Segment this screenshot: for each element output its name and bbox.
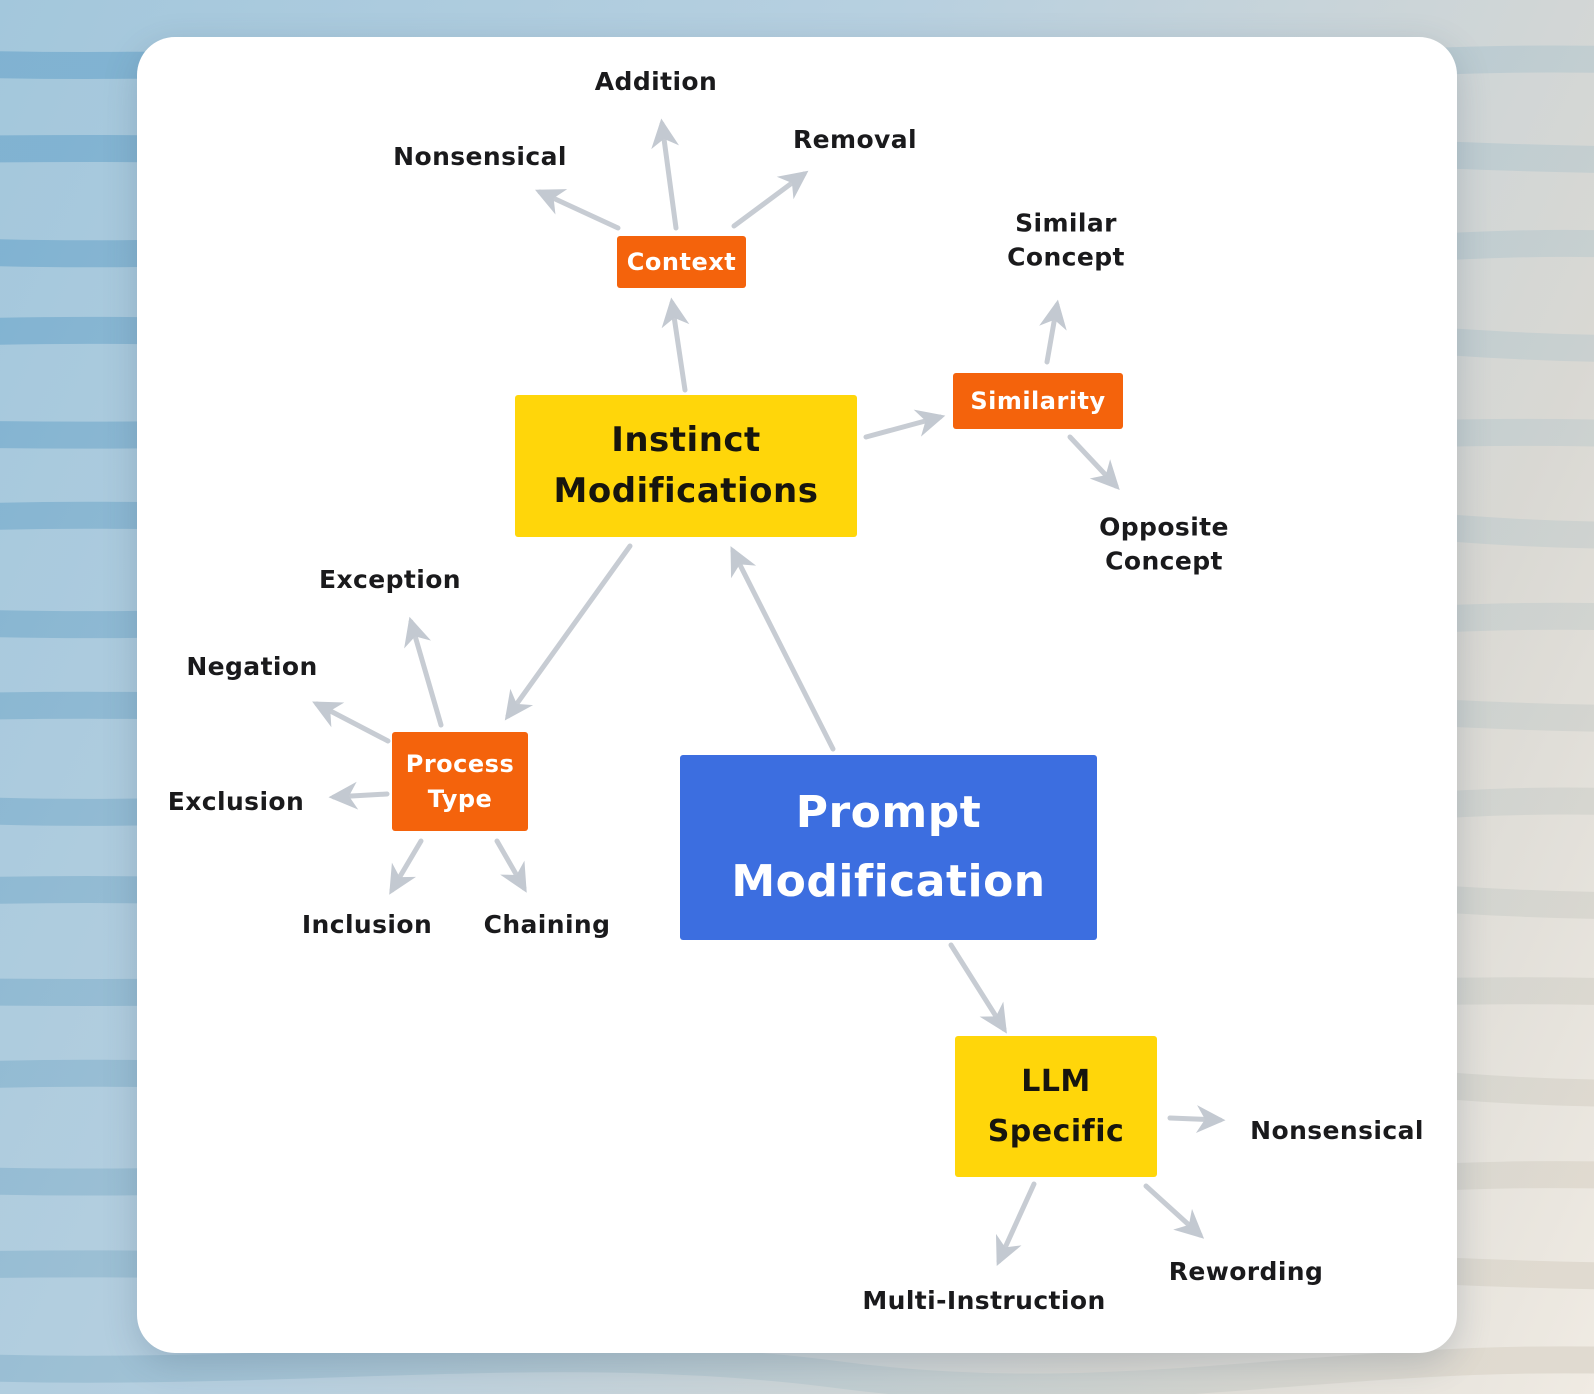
leaf-negation[interactable]: Negation	[186, 652, 318, 682]
leaf-nonsensical-context[interactable]: Nonsensical	[393, 142, 567, 172]
node-instinct-modifications[interactable]: Instinct Modifications	[515, 395, 857, 537]
node-process-type[interactable]: Process Type	[392, 732, 528, 831]
leaf-rewording[interactable]: Rewording	[1168, 1257, 1324, 1287]
node-llm-specific[interactable]: LLM Specific	[955, 1036, 1157, 1177]
leaf-inclusion[interactable]: Inclusion	[301, 910, 433, 940]
background-wave	[0, 1345, 1594, 1394]
node-similarity[interactable]: Similarity	[953, 373, 1123, 429]
leaf-exception[interactable]: Exception	[319, 565, 461, 595]
diagram-card	[137, 37, 1457, 1353]
leaf-opposite-concept[interactable]: Opposite Concept	[1099, 512, 1229, 575]
leaf-removal[interactable]: Removal	[793, 125, 917, 155]
leaf-addition[interactable]: Addition	[594, 67, 718, 97]
leaf-nonsensical-llm[interactable]: Nonsensical	[1250, 1116, 1424, 1146]
node-prompt-modification[interactable]: Prompt Modification	[680, 755, 1097, 940]
leaf-chaining[interactable]: Chaining	[483, 910, 611, 940]
node-context[interactable]: Context	[617, 236, 746, 288]
leaf-similar-concept[interactable]: Similar Concept	[1007, 208, 1125, 271]
leaf-exclusion[interactable]: Exclusion	[167, 787, 305, 817]
leaf-multi-instruction[interactable]: Multi-Instruction	[862, 1286, 1106, 1316]
